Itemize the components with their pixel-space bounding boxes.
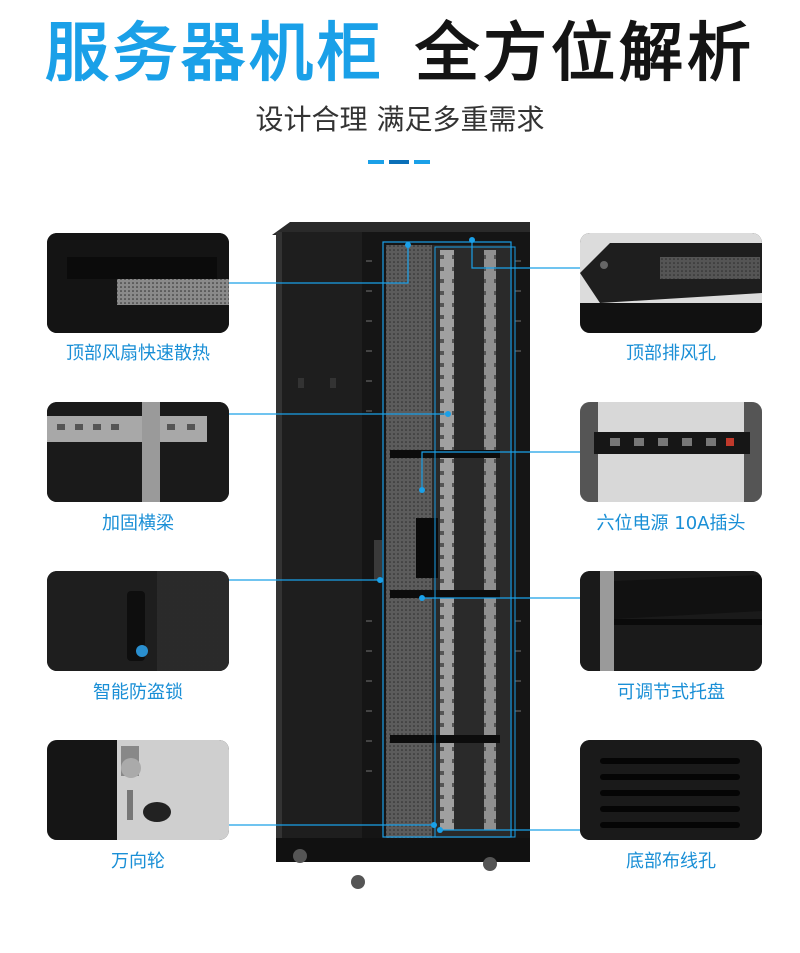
page-subtitle: 设计合理 满足多重需求 <box>255 103 545 136</box>
divider-dash-1 <box>368 160 384 164</box>
lock-icon <box>47 571 229 671</box>
feature-thumb-power <box>580 402 762 502</box>
top-fan-icon <box>47 233 229 333</box>
feature-thumb-crossbeam <box>47 402 229 502</box>
power-strip-icon <box>580 402 762 502</box>
divider-dash-2 <box>389 160 409 164</box>
caster-wheel-icon <box>47 740 229 840</box>
caption-top-vent: 顶部排风孔 <box>626 343 716 364</box>
caption-lock: 智能防盗锁 <box>93 682 183 703</box>
feature-thumb-caster <box>47 740 229 840</box>
feature-thumb-cable-hole <box>580 740 762 840</box>
divider-dash-3 <box>414 160 430 164</box>
caption-power: 六位电源 10A插头 <box>596 513 746 534</box>
tray-icon <box>580 571 762 671</box>
caption-caster: 万向轮 <box>111 851 165 872</box>
caption-cable-hole: 底部布线孔 <box>626 851 716 872</box>
feature-thumb-top-vent <box>580 233 762 333</box>
crossbeam-icon <box>47 402 229 502</box>
title-part-black: 全方位解析 <box>415 17 755 91</box>
bottom-cable-hole-icon <box>580 740 762 840</box>
caption-top-fan: 顶部风扇快速散热 <box>66 343 210 364</box>
top-vent-icon <box>580 233 762 333</box>
caption-tray: 可调节式托盘 <box>617 682 725 703</box>
feature-thumb-lock <box>47 571 229 671</box>
caption-crossbeam: 加固横梁 <box>102 513 174 534</box>
feature-thumb-top-fan <box>47 233 229 333</box>
title-part-blue: 服务器机柜 <box>45 17 385 91</box>
feature-thumb-tray <box>580 571 762 671</box>
page-title: 服务器机柜全方位解析 <box>0 14 800 94</box>
